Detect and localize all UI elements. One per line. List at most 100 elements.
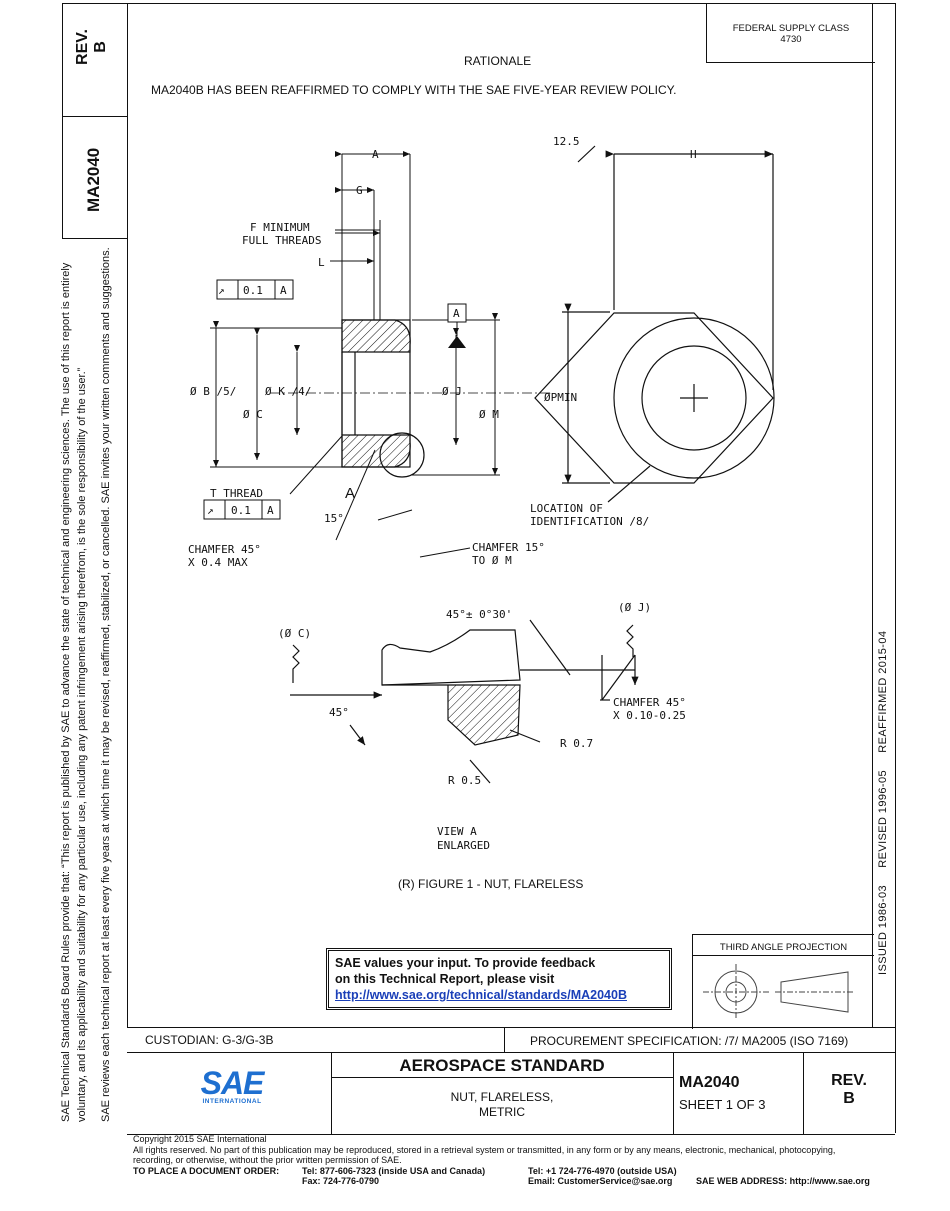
side-rev: REV. B bbox=[74, 12, 110, 82]
rights-line-2: recording, or otherwise, without the pri… bbox=[133, 1155, 402, 1165]
label-angle-45-30: 45°± 0°30' bbox=[446, 608, 512, 621]
label-chamfer-45: CHAMFER 45° bbox=[188, 543, 261, 556]
feedback-box: SAE values your input. To provide feedba… bbox=[326, 948, 672, 1010]
frame-left bbox=[62, 3, 63, 239]
frame-left-inner bbox=[127, 3, 128, 1027]
hatch-top bbox=[341, 319, 411, 353]
wavy-leaders bbox=[292, 624, 634, 683]
rights-line-1: All rights reserved. No part of this pub… bbox=[133, 1144, 836, 1155]
label-15: 15° bbox=[324, 512, 344, 525]
title-underline bbox=[331, 1077, 673, 1078]
datum-triangle bbox=[448, 336, 466, 348]
side-rev-label: REV. bbox=[74, 29, 91, 65]
custodian: CUSTODIAN: G-3/G-3B bbox=[145, 1033, 274, 1047]
rationale-text: MA2040B HAS BEEN REAFFIRMED TO COMPLY WI… bbox=[151, 83, 677, 97]
title-rev: REV. B bbox=[803, 1072, 895, 1108]
web-address[interactable]: SAE WEB ADDRESS: http://www.sae.org bbox=[696, 1176, 870, 1186]
label-datum-ref-2: A bbox=[267, 504, 274, 517]
label-r05: R 0.5 bbox=[448, 774, 481, 787]
label-dia-m: Ø M bbox=[479, 408, 499, 421]
label-chamfer-45b: CHAMFER 45° bbox=[613, 696, 686, 709]
frame-top bbox=[62, 3, 895, 4]
label-tol-2: 0.1 bbox=[231, 504, 251, 517]
label-datum-a: A bbox=[453, 307, 460, 320]
notice-line-3: SAE reviews each technical report at lea… bbox=[100, 247, 112, 1122]
copyright: Copyright 2015 SAE International bbox=[133, 1134, 267, 1144]
notice-line-1: SAE Technical Standards Board Rules prov… bbox=[60, 262, 72, 1122]
label-angle: 12.5 bbox=[553, 135, 580, 148]
sheet-number: SHEET 1 OF 3 bbox=[679, 1097, 766, 1112]
label-deg45: 45° bbox=[329, 706, 349, 719]
label-g: G bbox=[356, 184, 363, 197]
hex-inner-circle bbox=[641, 345, 747, 451]
title-rev-value: B bbox=[843, 1090, 855, 1107]
hex-view bbox=[534, 145, 775, 503]
projection-label: THIRD ANGLE PROJECTION bbox=[693, 935, 874, 956]
label-enlarged: ENLARGED bbox=[437, 839, 490, 852]
label-full-threads: FULL THREADS bbox=[242, 234, 321, 247]
logo-divider bbox=[331, 1052, 332, 1134]
feedback-line-1: SAE values your input. To provide feedba… bbox=[335, 956, 596, 970]
side-rev-value: B bbox=[92, 41, 109, 53]
tab-divider-1 bbox=[62, 116, 128, 117]
label-paren-j: (Ø J) bbox=[618, 601, 651, 614]
label-dia-k: Ø K /4/ bbox=[265, 385, 311, 398]
hatch-bottom bbox=[341, 434, 411, 468]
left-notice: SAE Technical Standards Board Rules prov… bbox=[58, 252, 90, 1122]
rationale-title: RATIONALE bbox=[464, 54, 532, 68]
label-dia-c: Ø C bbox=[243, 408, 263, 421]
label-detail-a: A bbox=[345, 485, 355, 502]
custodian-divider bbox=[504, 1028, 505, 1052]
nut-drawing: A G H 12.5 F MINIMUM FULL THREADS L ↗ 0.… bbox=[188, 135, 775, 891]
label-datum-ref-1: A bbox=[280, 284, 287, 297]
label-t-thread: T THREAD bbox=[210, 487, 263, 500]
title-doc-number: MA2040 bbox=[679, 1074, 740, 1091]
order-info: TO PLACE A DOCUMENT ORDER: Tel: 877-606-… bbox=[133, 1166, 933, 1188]
tab-divider-2 bbox=[62, 238, 128, 239]
sae-logo-sub: INTERNATIONAL bbox=[202, 1098, 262, 1105]
sae-logo: SAE INTERNATIONAL bbox=[197, 1065, 267, 1105]
hex-outer-circle bbox=[613, 317, 775, 479]
title-row-divider bbox=[127, 1052, 895, 1053]
label-p-min: ØPMIN bbox=[544, 391, 577, 404]
title-block: CUSTODIAN: G-3/G-3B PROCUREMENT SPECIFIC… bbox=[127, 1027, 895, 1135]
standard-title: AEROSPACE STANDARD bbox=[399, 1056, 605, 1075]
supply-class-value: 4730 bbox=[780, 34, 802, 45]
tol-arrow-icon: ↗ bbox=[218, 284, 225, 297]
label-dia-b: Ø B /5/ bbox=[190, 385, 236, 398]
rev-divider bbox=[803, 1052, 804, 1134]
label-to-m: TO Ø M bbox=[472, 554, 512, 567]
tel-outside: Tel: +1 724-776-4970 (outside USA) bbox=[528, 1165, 677, 1176]
sae-logo-text: SAE bbox=[200, 1065, 265, 1101]
supply-class-box: FEDERAL SUPPLY CLASS 4730 bbox=[706, 3, 875, 63]
side-doc-number: MA2040 bbox=[84, 147, 103, 212]
procurement-spec: PROCUREMENT SPECIFICATION: /7/ MA2005 (I… bbox=[530, 1034, 849, 1048]
label-x010: X 0.10-0.25 bbox=[613, 709, 686, 722]
order-label: TO PLACE A DOCUMENT ORDER: bbox=[133, 1165, 280, 1176]
label-x04: X 0.4 MAX bbox=[188, 556, 248, 569]
label-dia-j: Ø J bbox=[442, 385, 462, 398]
label-l: L bbox=[318, 256, 325, 269]
footer: Copyright 2015 SAE International All rig… bbox=[133, 1134, 933, 1188]
label-tol-1: 0.1 bbox=[243, 284, 263, 297]
projection-symbol bbox=[703, 964, 853, 1020]
label-chamfer-15: CHAMFER 15° bbox=[472, 541, 545, 554]
projection-box: THIRD ANGLE PROJECTION bbox=[692, 934, 874, 1029]
supply-class-label: FEDERAL SUPPLY CLASS bbox=[732, 23, 850, 34]
notice-line-2: voluntary, and its applicability and sui… bbox=[76, 367, 88, 1122]
number-divider bbox=[673, 1052, 674, 1134]
tol-arrow-icon-2: ↗ bbox=[207, 504, 214, 517]
dimension-lines bbox=[210, 151, 500, 558]
label-view-a: VIEW A bbox=[437, 825, 477, 838]
email[interactable]: Email: CustomerService@sae.org bbox=[528, 1176, 673, 1186]
label-paren-c: (Ø C) bbox=[278, 627, 311, 640]
label-loc-id: LOCATION OF bbox=[530, 502, 603, 515]
frame-right bbox=[895, 3, 896, 1133]
part-name: NUT, FLARELESS, METRIC bbox=[331, 1090, 673, 1120]
part-name-line-1: NUT, FLARELESS, bbox=[450, 1090, 554, 1104]
title-rev-label: REV. bbox=[831, 1072, 867, 1089]
section-view bbox=[270, 319, 550, 478]
feedback-line-2: on this Technical Report, please visit bbox=[335, 972, 555, 986]
feedback-link[interactable]: http://www.sae.org/technical/standards/M… bbox=[335, 988, 627, 1002]
frame-right-inner bbox=[872, 3, 873, 1027]
